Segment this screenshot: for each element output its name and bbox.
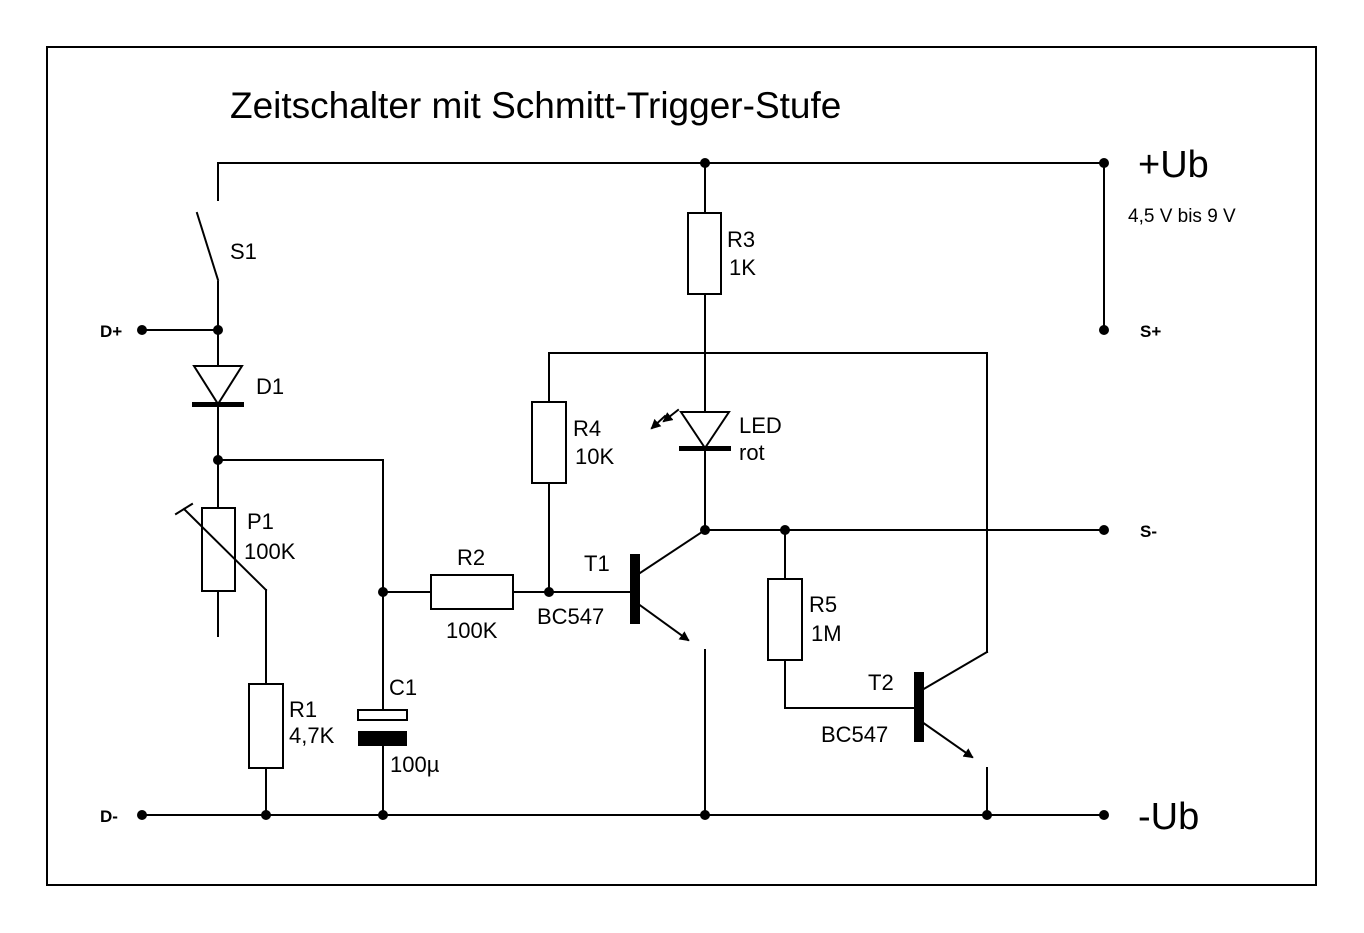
potentiometer-p1 [174, 502, 268, 592]
r4-label: R4 [573, 416, 601, 441]
p1-label: P1 [247, 509, 274, 534]
resistor-r3 [687, 212, 722, 295]
supply-negative-label: -Ub [1138, 796, 1199, 838]
supply-positive-label: +Ub [1138, 144, 1209, 186]
r4-value: 10K [575, 444, 614, 469]
transistor-t1 [630, 554, 640, 624]
r3-value: 1K [729, 255, 756, 280]
led-value: rot [739, 440, 765, 465]
resistor-r4 [531, 401, 567, 484]
diagram-frame [46, 46, 1317, 886]
r2-label: R2 [457, 545, 485, 570]
c1-label: C1 [389, 675, 417, 700]
junction-dots [137, 158, 1109, 820]
t2-label: T2 [868, 670, 894, 695]
c1-value: 100µ [390, 752, 440, 777]
s1-label: S1 [230, 239, 257, 264]
terminal-d-plus: D+ [100, 322, 122, 341]
r5-label: R5 [809, 592, 837, 617]
switch-s1 [195, 211, 220, 282]
resistor-r5 [767, 578, 803, 661]
terminal-s-minus: S- [1140, 522, 1157, 541]
wires [141, 162, 1105, 816]
t1-type: BC547 [537, 604, 604, 629]
led-red [679, 411, 731, 451]
t2-type: BC547 [821, 722, 888, 747]
resistor-r1 [248, 683, 284, 769]
capacitor-c1 [357, 709, 408, 746]
r3-label: R3 [727, 227, 755, 252]
terminal-s-plus: S+ [1140, 322, 1161, 341]
t1-label: T1 [584, 551, 610, 576]
p1-value: 100K [244, 539, 296, 564]
r2-value: 100K [446, 618, 498, 643]
resistor-r2 [430, 574, 514, 610]
led-label: LED [739, 413, 782, 438]
terminal-d-minus: D- [100, 807, 118, 826]
r5-value: 1M [811, 621, 842, 646]
transistor-t2 [914, 672, 924, 742]
light-emission-icon [650, 408, 680, 430]
d1-label: D1 [256, 374, 284, 399]
r1-value: 4,7K [289, 723, 335, 748]
r1-label: R1 [289, 697, 317, 722]
diode-d1 [192, 365, 244, 407]
supply-voltage-range: 4,5 V bis 9 V [1128, 206, 1236, 227]
diagram-title: Zeitschalter mit Schmitt-Trigger-Stufe [230, 85, 841, 126]
